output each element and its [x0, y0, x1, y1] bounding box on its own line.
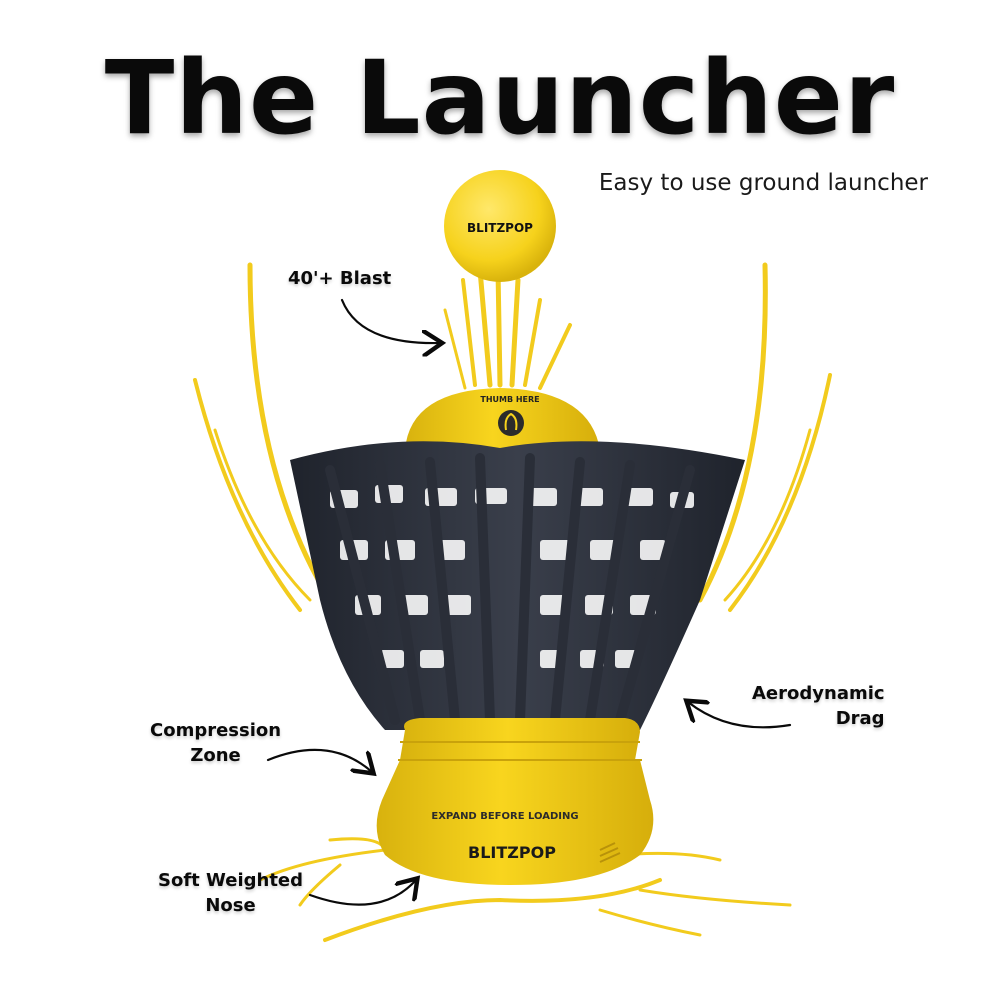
motion-streaks — [193, 262, 832, 942]
thumb-label: THUMB HERE — [480, 395, 539, 404]
callout-compression-line-1: Compression — [150, 720, 282, 741]
aero-arrow — [688, 702, 792, 729]
callout-aerodynamic-drag: Aerodynamic Drag — [752, 681, 885, 731]
callout-nose-line-1: Soft Weighted — [158, 870, 304, 891]
blast-arrow — [340, 298, 440, 343]
callout-aero-line-1: Aerodynamic — [752, 683, 885, 704]
callout-blast-text: 40'+ Blast — [288, 268, 392, 289]
page-subtitle: Easy to use ground launcher — [598, 170, 928, 196]
callout-soft-weighted-nose: Soft Weighted Nose — [158, 868, 303, 918]
compression-arrow — [266, 748, 372, 772]
callout-nose-line-2: Nose — [205, 895, 256, 917]
launcher-base: EXPAND BEFORE LOADING BLITZPOP — [376, 718, 654, 885]
callout-arrows — [266, 298, 792, 906]
thumb-icon — [498, 410, 524, 436]
launcher-dome: THUMB HERE — [405, 388, 600, 450]
callout-blast: 40'+ Blast — [288, 266, 391, 291]
nose-arrow — [308, 880, 416, 906]
ball: BLITZPOP — [444, 170, 556, 282]
base-brand-label: BLITZPOP — [468, 843, 556, 862]
ball-brand-label: BLITZPOP — [467, 221, 533, 235]
page-title: The Launcher — [104, 39, 896, 158]
callout-compression-zone: Compression Zone — [150, 718, 281, 768]
launcher-cage — [290, 441, 745, 730]
callout-compression-line-2: Zone — [190, 745, 241, 767]
band-label: EXPAND BEFORE LOADING — [431, 811, 578, 822]
callout-aero-line-2: Drag — [835, 708, 885, 730]
